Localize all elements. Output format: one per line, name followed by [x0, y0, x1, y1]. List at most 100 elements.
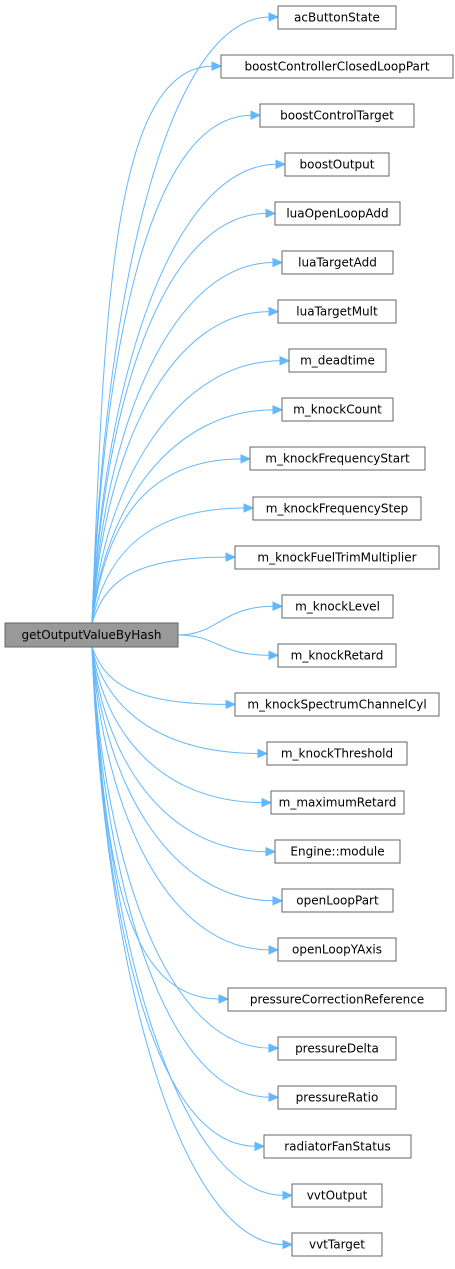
callee-node-m-knock-frequency-step-box — [252, 496, 422, 521]
callee-node-m-knock-count-box — [281, 397, 394, 422]
edge-to-m-knock-threshold — [91, 646, 260, 754]
callee-node-m-knock-retard[interactable]: m_knockRetard — [277, 643, 397, 668]
callee-node-m-knock-spectrum-channel-cyl-label: m_knockSpectrumChannelCyl — [247, 698, 426, 712]
callee-node-boost-output[interactable]: boostOutput — [284, 152, 390, 177]
callee-node-boost-control-target[interactable]: boostControlTarget — [259, 103, 415, 128]
arrowhead-to-m-knock-fuel-trim-multiplier — [225, 552, 237, 562]
arrowhead-to-pressure-delta — [268, 1043, 280, 1053]
callee-node-m-knock-frequency-start[interactable]: m_knockFrequencyStart — [249, 446, 426, 471]
callee-node-vvt-output[interactable]: vvtOutput — [291, 1183, 383, 1208]
callee-node-pressure-correction-reference[interactable]: pressureCorrectionReference — [227, 987, 447, 1012]
callee-node-m-deadtime[interactable]: m_deadtime — [288, 348, 387, 373]
arrowhead-to-m-knock-retard — [268, 650, 280, 661]
edge-to-lua-target-add — [91, 262, 275, 624]
callee-node-open-loop-yaxis-label: openLoopYAxis — [292, 943, 382, 957]
callee-node-pressure-ratio[interactable]: pressureRatio — [277, 1085, 397, 1110]
edge-to-m-knock-retard — [177, 634, 271, 656]
arrowhead-to-m-maximum-retard — [261, 797, 273, 808]
arrowhead-to-boost-controller-closed-loop-part — [211, 61, 223, 71]
arrowhead-to-lua-open-loop-add — [265, 208, 277, 219]
callee-node-boost-controller-closed-loop-part[interactable]: boostControllerClosedLoopPart — [220, 54, 454, 79]
callee-node-m-knock-frequency-step[interactable]: m_knockFrequencyStep — [252, 496, 422, 521]
nodes-layer: getOutputValueByHash acButtonState boostCo… — [4, 5, 454, 1257]
root-node-label: getOutputValueByHash — [22, 628, 162, 642]
callee-node-vvt-output-box — [291, 1183, 383, 1208]
callee-node-lua-open-loop-add-box — [274, 201, 401, 226]
callee-node-m-knock-spectrum-channel-cyl[interactable]: m_knockSpectrumChannelCyl — [234, 692, 440, 717]
arrowhead-to-open-loop-part — [272, 896, 284, 906]
callee-node-lua-open-loop-add[interactable]: luaOpenLoopAdd — [274, 201, 401, 226]
callee-node-m-knock-retard-label: m_knockRetard — [291, 649, 384, 663]
callee-node-m-knock-retard-box — [277, 643, 397, 668]
edge-to-boost-controller-closed-loop-part — [91, 65, 214, 624]
edge-to-m-knock-frequency-step — [91, 507, 246, 624]
callee-node-m-knock-fuel-trim-multiplier-label: m_knockFuelTrimMultiplier — [257, 551, 416, 565]
edge-to-open-loop-yaxis — [91, 646, 271, 951]
callee-node-engine-module-label: Engine::module — [290, 845, 384, 859]
edges-layer — [91, 12, 294, 1250]
arrowhead-to-m-deadtime — [279, 355, 291, 366]
callee-node-ac-button-state[interactable]: acButtonState — [277, 5, 397, 30]
edge-to-m-knock-frequency-start — [91, 458, 243, 624]
callee-node-m-knock-count[interactable]: m_knockCount — [281, 397, 394, 422]
callee-node-ac-button-state-label: acButtonState — [294, 11, 380, 25]
arrowhead-to-boost-output — [275, 159, 287, 170]
edge-to-pressure-ratio — [91, 646, 271, 1098]
callee-node-lua-target-add-label: luaTargetAdd — [298, 256, 377, 270]
arrowhead-to-m-knock-frequency-step — [243, 503, 255, 513]
callee-node-pressure-delta-box — [277, 1036, 397, 1061]
callee-node-lua-target-add-box — [281, 250, 394, 275]
edge-to-open-loop-part — [91, 646, 275, 902]
callee-node-boost-controller-closed-loop-part-box — [220, 54, 454, 79]
callee-node-vvt-output-label: vvtOutput — [307, 1189, 368, 1203]
arrowhead-to-vvt-target — [282, 1239, 294, 1250]
callee-node-boost-control-target-box — [259, 103, 415, 128]
edge-to-engine-module — [91, 646, 268, 853]
arrowhead-to-pressure-ratio — [268, 1092, 280, 1102]
callee-node-lua-target-add[interactable]: luaTargetAdd — [281, 250, 394, 275]
edge-to-lua-open-loop-add — [91, 212, 268, 624]
callee-node-pressure-ratio-label: pressureRatio — [296, 1091, 379, 1105]
callee-node-vvt-target-box — [291, 1232, 383, 1257]
arrowhead-to-engine-module — [265, 846, 277, 857]
edge-to-m-maximum-retard — [91, 646, 264, 804]
arrowhead-to-m-knock-frequency-start — [240, 454, 252, 464]
callee-node-m-maximum-retard[interactable]: m_maximumRetard — [270, 790, 405, 815]
callee-node-m-knock-frequency-step-label: m_knockFrequencyStep — [266, 502, 408, 516]
callee-node-open-loop-yaxis-box — [277, 937, 397, 962]
root-node[interactable]: getOutputValueByHash — [4, 622, 179, 648]
callee-node-radiator-fan-status-box — [263, 1134, 412, 1159]
callee-node-boost-output-label: boostOutput — [300, 158, 375, 172]
arrowhead-to-m-knock-spectrum-channel-cyl — [225, 699, 237, 710]
callee-node-m-knock-threshold[interactable]: m_knockThreshold — [266, 741, 408, 766]
arrowhead-to-lua-target-add — [272, 257, 284, 268]
edge-to-m-knock-spectrum-channel-cyl — [91, 646, 228, 705]
callee-node-boost-controller-closed-loop-part-label: boostControllerClosedLoopPart — [244, 60, 429, 74]
arrowhead-to-ac-button-state — [268, 12, 280, 22]
callee-node-m-maximum-retard-box — [270, 790, 405, 815]
callee-node-vvt-target[interactable]: vvtTarget — [291, 1232, 383, 1257]
callee-node-m-knock-threshold-label: m_knockThreshold — [281, 747, 393, 761]
callee-node-open-loop-part-box — [281, 888, 394, 913]
callee-node-boost-control-target-label: boostControlTarget — [280, 109, 394, 123]
arrowhead-to-vvt-output — [282, 1190, 294, 1201]
callee-node-lua-target-mult[interactable]: luaTargetMult — [277, 299, 397, 324]
callee-node-m-knock-level[interactable]: m_knockLevel — [281, 594, 394, 619]
callee-node-pressure-delta-label: pressureDelta — [295, 1042, 379, 1056]
edge-to-lua-target-mult — [91, 311, 271, 624]
arrowhead-to-boost-control-target — [250, 110, 262, 120]
callee-node-radiator-fan-status-label: radiatorFanStatus — [284, 1140, 391, 1154]
callee-node-m-knock-fuel-trim-multiplier[interactable]: m_knockFuelTrimMultiplier — [234, 545, 440, 570]
callee-node-open-loop-part[interactable]: openLoopPart — [281, 888, 394, 913]
callee-node-pressure-delta[interactable]: pressureDelta — [277, 1036, 397, 1061]
root-node-box — [4, 622, 179, 648]
edge-to-m-knock-fuel-trim-multiplier — [91, 556, 228, 624]
callee-node-radiator-fan-status[interactable]: radiatorFanStatus — [263, 1134, 412, 1159]
callee-node-engine-module[interactable]: Engine::module — [274, 839, 401, 864]
callee-node-m-knock-level-label: m_knockLevel — [295, 600, 380, 614]
callee-node-open-loop-yaxis[interactable]: openLoopYAxis — [277, 937, 397, 962]
callee-node-m-knock-threshold-box — [266, 741, 408, 766]
arrowhead-to-m-knock-threshold — [257, 748, 269, 759]
callee-node-lua-target-mult-box — [277, 299, 397, 324]
